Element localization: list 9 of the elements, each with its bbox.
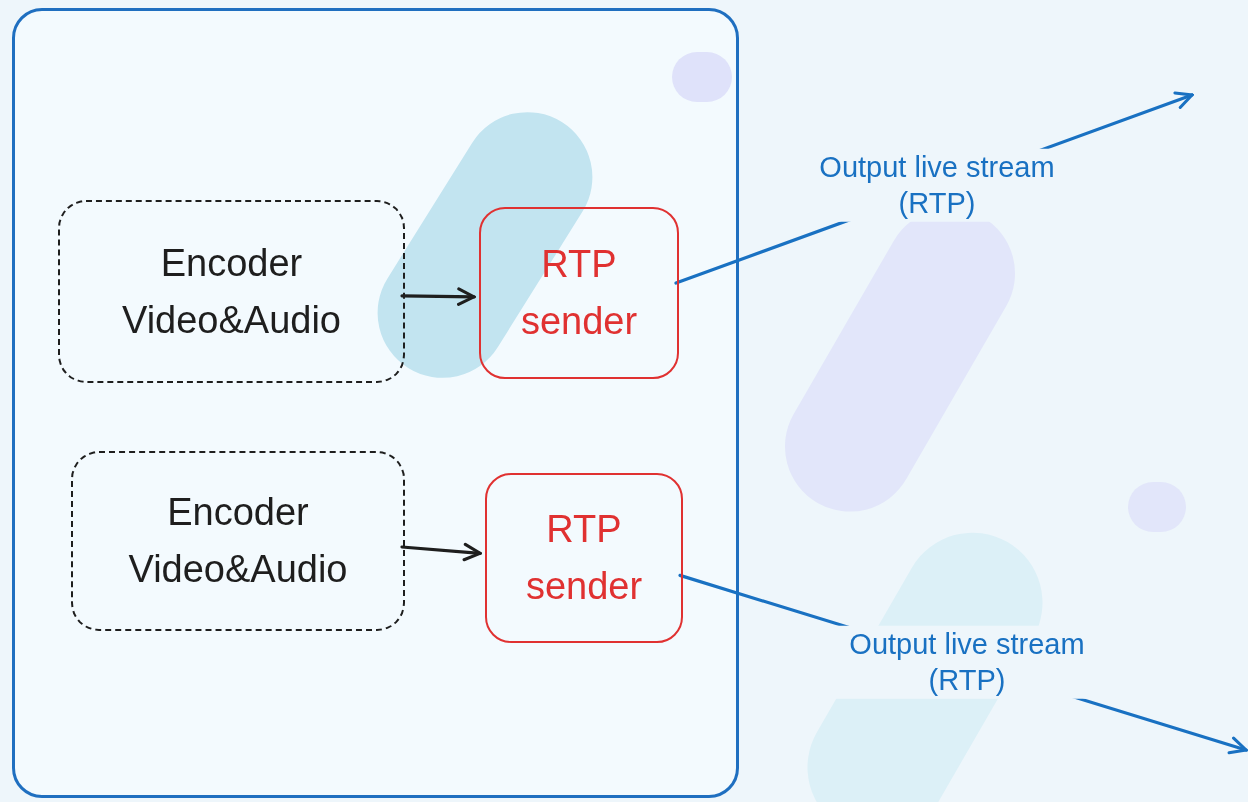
arrow — [400, 542, 482, 562]
node-text: Encoder Video&Audio — [127, 490, 349, 592]
container-box — [12, 8, 739, 798]
arrow — [400, 287, 476, 306]
process-box — [485, 473, 683, 643]
node-text: RTP sender — [519, 242, 639, 344]
node-text: RTP sender — [524, 507, 644, 609]
dashed-process-box — [71, 451, 405, 631]
node-text: Encoder Video&Audio — [120, 240, 342, 343]
